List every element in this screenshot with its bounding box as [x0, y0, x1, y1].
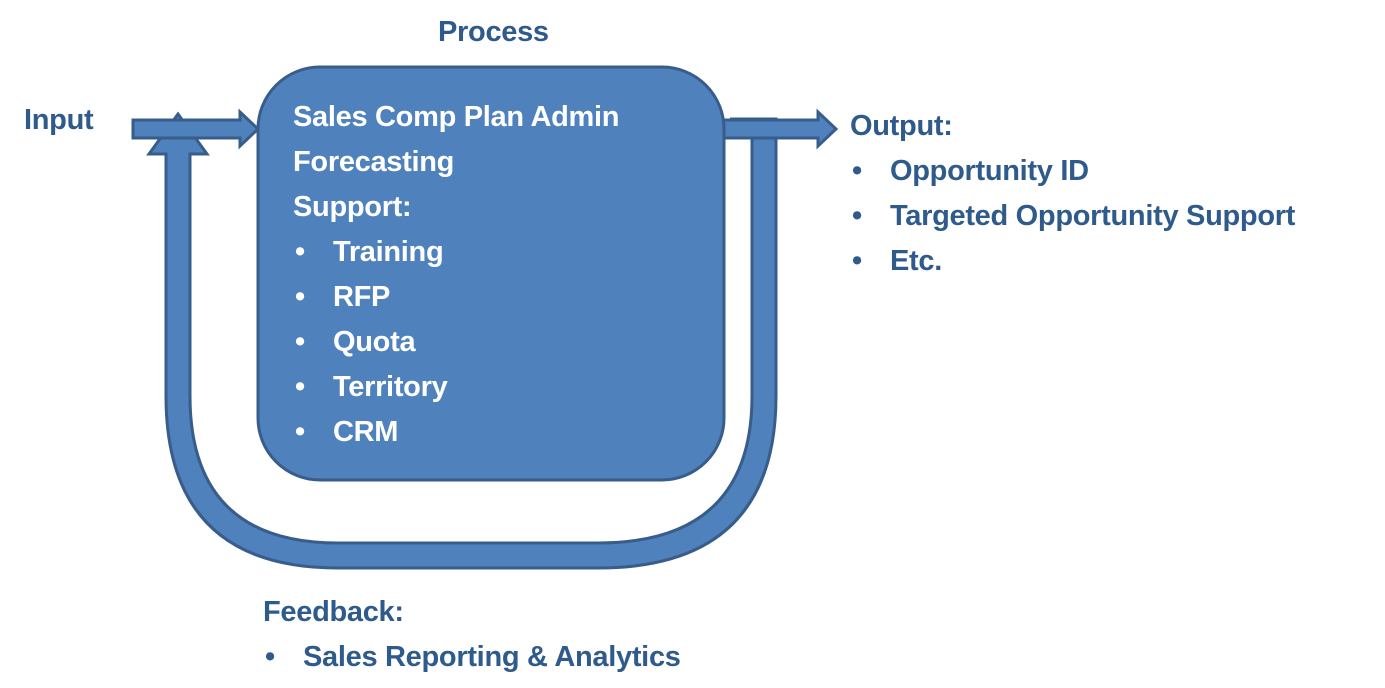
bullet-icon: •	[295, 281, 305, 313]
output-block: Output: • Opportunity ID • Targeted Oppo…	[850, 104, 1295, 284]
bullet-icon: •	[852, 200, 862, 232]
list-item: • Quota	[293, 320, 619, 365]
bullet-icon: •	[852, 245, 862, 277]
output-item: Targeted Opportunity Support	[890, 200, 1296, 232]
list-item: • Opportunity ID	[850, 149, 1295, 194]
feedback-item: Sales Reporting & Analytics	[303, 641, 681, 673]
output-arrow	[710, 108, 839, 150]
feedback-block: Feedback: • Sales Reporting & Analytics	[263, 590, 681, 680]
support-item: CRM	[333, 416, 399, 448]
output-item: Opportunity ID	[890, 155, 1089, 187]
list-item: • Sales Reporting & Analytics	[263, 635, 681, 680]
support-item: Territory	[333, 371, 448, 403]
bullet-icon: •	[852, 155, 862, 187]
list-item: • Training	[293, 230, 619, 275]
input-arrow	[131, 108, 261, 150]
bullet-icon: •	[295, 416, 305, 448]
bullet-icon: •	[295, 236, 305, 268]
output-item: Etc.	[890, 245, 942, 277]
list-item: • Territory	[293, 365, 619, 410]
support-list: • Training • RFP • Quota • Territory • C…	[293, 230, 619, 455]
process-line-comp-plan: Sales Comp Plan Admin	[293, 101, 620, 133]
process-line-support: Support:	[293, 191, 412, 223]
process-box	[256, 65, 726, 482]
bullet-icon: •	[295, 326, 305, 358]
output-list: • Opportunity ID • Targeted Opportunity …	[850, 149, 1295, 284]
feedback-loop-arrow	[146, 111, 778, 570]
list-item: • CRM	[293, 410, 619, 455]
bullet-icon: •	[295, 371, 305, 403]
feedback-heading: Feedback:	[263, 596, 404, 628]
list-item: • RFP	[293, 275, 619, 320]
feedback-list: • Sales Reporting & Analytics	[263, 635, 681, 680]
list-item: • Etc.	[850, 239, 1295, 284]
process-line-forecasting: Forecasting	[293, 146, 455, 178]
support-item: RFP	[333, 281, 391, 313]
list-item: • Targeted Opportunity Support	[850, 194, 1295, 239]
support-item: Training	[333, 236, 444, 268]
process-content: Sales Comp Plan Admin Forecasting Suppor…	[293, 95, 620, 455]
input-label: Input	[24, 104, 94, 136]
bullet-icon: •	[265, 641, 275, 673]
support-item: Quota	[333, 326, 416, 358]
process-title: Process	[438, 16, 549, 48]
output-heading: Output:	[850, 110, 953, 142]
